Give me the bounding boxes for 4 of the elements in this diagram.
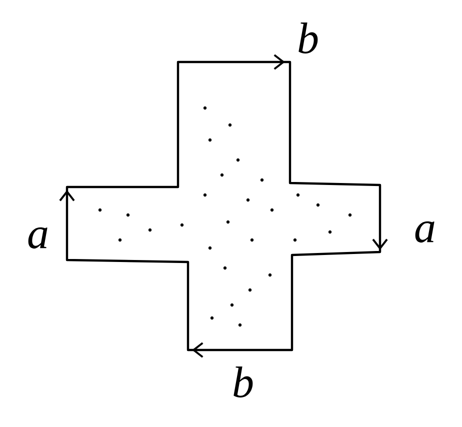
- side-label: b: [298, 22, 318, 54]
- side-label: a: [415, 221, 434, 243]
- side-label: b: [234, 366, 253, 398]
- side-label: a: [28, 227, 48, 249]
